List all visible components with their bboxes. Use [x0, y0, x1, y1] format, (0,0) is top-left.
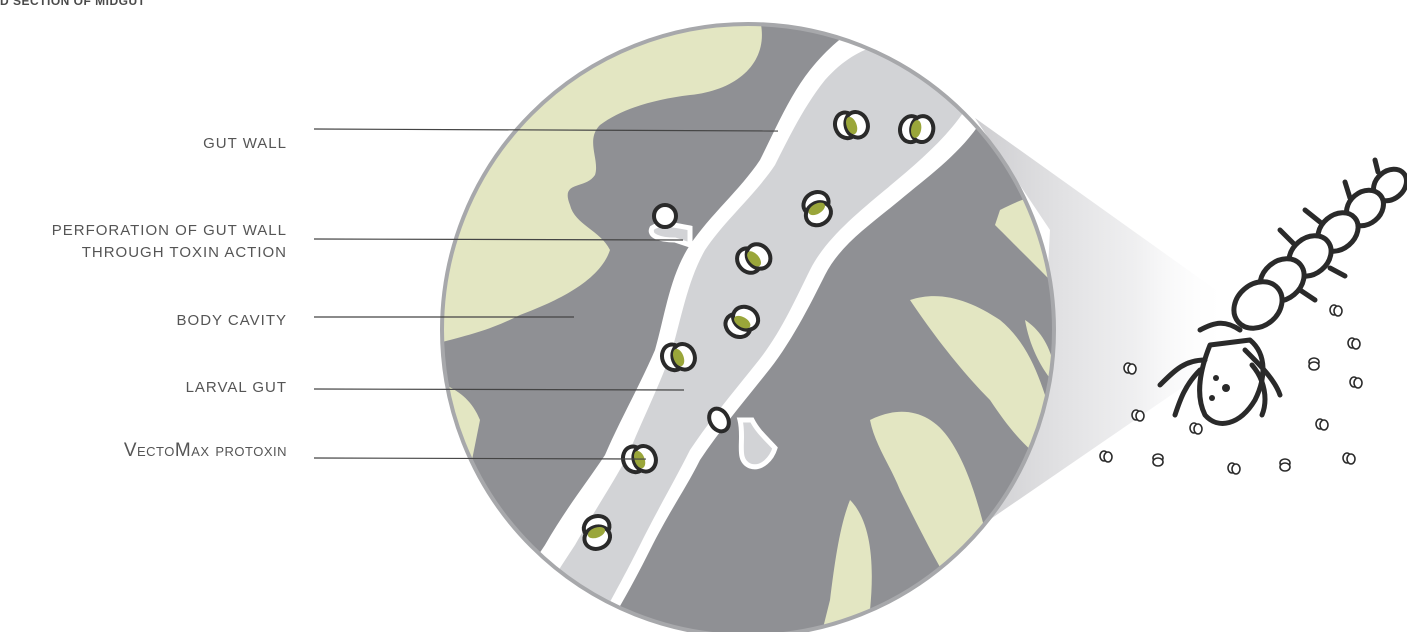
magnified-gut-section: [430, 0, 1080, 632]
label-perforation-line2: THROUGH TOXIN ACTION: [52, 242, 287, 264]
label-body-cavity-text: BODY CAVITY: [177, 310, 287, 332]
label-larval-gut: LARVAL GUT: [186, 377, 287, 399]
figure-caption: D SECTION OF MIDGUT: [0, 0, 146, 8]
label-gut-wall: GUT WALL: [203, 133, 287, 155]
label-body-cavity: BODY CAVITY: [177, 310, 287, 332]
label-larval-gut-text: LARVAL GUT: [186, 377, 287, 399]
label-protoxin-text: VectoMax protoxin: [124, 440, 287, 462]
label-perforation-line1: PERFORATION OF GUT WALL: [52, 220, 287, 242]
label-perforation: PERFORATION OF GUT WALL THROUGH TOXIN AC…: [52, 220, 287, 264]
label-protoxin: VectoMax protoxin: [124, 440, 287, 462]
label-gut-wall-text: GUT WALL: [203, 133, 287, 155]
